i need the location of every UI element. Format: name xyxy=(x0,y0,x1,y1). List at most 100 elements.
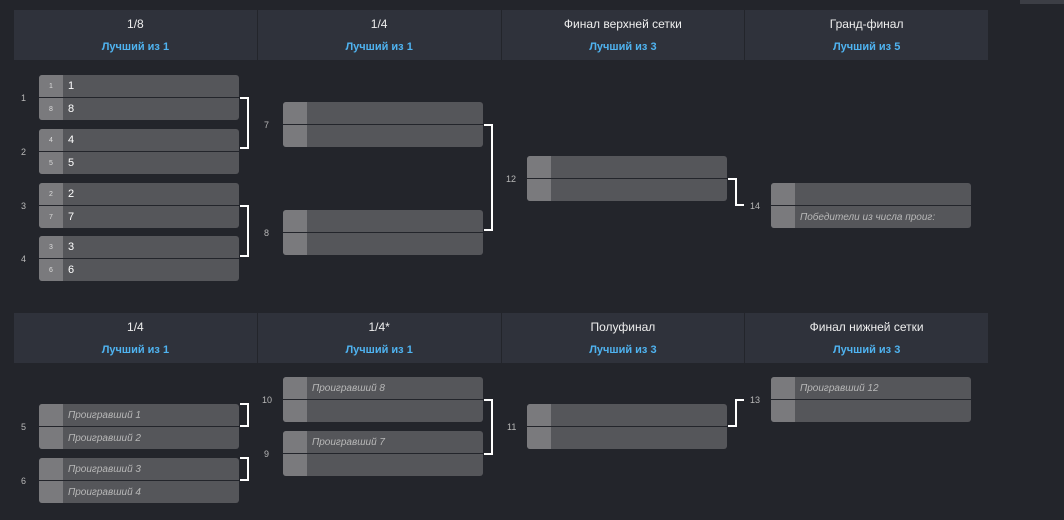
round-format: Лучший из 5 xyxy=(832,41,901,53)
seed-badge: 6 xyxy=(39,259,63,281)
round-title: Финал нижней сетки xyxy=(809,320,924,334)
participant-name: 2 xyxy=(68,188,75,200)
seed-badge: 7 xyxy=(39,206,63,228)
match-slot-bottom[interactable]: Проигравший 4 xyxy=(39,481,239,503)
match-slot-top[interactable]: Проигравший 12 xyxy=(771,377,971,399)
match-slot-top[interactable] xyxy=(283,210,483,232)
seed-badge xyxy=(283,233,307,255)
lower-round-header-4: Финал нижней сетки Лучший из 3 xyxy=(745,313,988,363)
match-card-1[interactable]: 1 1 8 8 xyxy=(39,75,239,121)
seed-badge xyxy=(283,102,307,124)
upper-round-header-1: 1/8 Лучший из 1 xyxy=(14,10,258,60)
match-slot-bottom[interactable]: Победители из числа проиг: xyxy=(771,206,971,228)
match-slot-top[interactable]: 1 1 xyxy=(39,75,239,97)
seed-badge xyxy=(39,481,63,503)
round-format: Лучший из 1 xyxy=(101,344,170,356)
upper-round-header-4: Гранд-финал Лучший из 5 xyxy=(745,10,988,60)
match-number: 11 xyxy=(507,422,517,432)
match-slot-top[interactable]: Проигравший 3 xyxy=(39,458,239,480)
match-number: 2 xyxy=(21,147,27,157)
seed-badge xyxy=(283,400,307,422)
horizontal-scrollbar[interactable] xyxy=(1020,0,1064,4)
match-card-6[interactable]: Проигравший 3 Проигравший 4 xyxy=(39,458,239,504)
round-title: 1/4 xyxy=(370,17,388,31)
round-format: Лучший из 1 xyxy=(101,41,170,53)
participant-name: 5 xyxy=(68,157,75,169)
seed-badge xyxy=(771,183,795,205)
participant-name: 1 xyxy=(68,80,75,92)
match-card-11[interactable] xyxy=(527,404,727,450)
participant-placeholder: Победители из числа проиг: xyxy=(800,211,936,223)
match-number: 13 xyxy=(750,395,761,405)
lower-round-header-3: Полуфинал Лучший из 3 xyxy=(501,313,746,363)
match-card-13[interactable]: Проигравший 12 xyxy=(771,377,971,423)
participant-placeholder: Проигравший 1 xyxy=(68,409,141,421)
match-slot-bottom[interactable] xyxy=(527,179,727,201)
match-slot-bottom[interactable]: 8 8 xyxy=(39,98,239,120)
round-title: Гранд-финал xyxy=(829,17,904,31)
match-card-9[interactable]: Проигравший 7 xyxy=(283,431,483,477)
match-number: 5 xyxy=(21,422,27,432)
match-slot-top[interactable]: Проигравший 7 xyxy=(283,431,483,453)
round-title: 1/4 xyxy=(127,320,144,334)
seed-badge: 4 xyxy=(39,129,63,151)
lower-bracket-header: 1/4 Лучший из 1 1/4* Лучший из 1 Полуфин… xyxy=(14,313,988,363)
match-slot-bottom[interactable] xyxy=(527,427,727,449)
match-card-4[interactable]: 3 3 6 6 xyxy=(39,236,239,282)
participant-name: 8 xyxy=(68,103,75,115)
match-slot-top[interactable]: Проигравший 8 xyxy=(283,377,483,399)
match-slot-top[interactable]: 4 4 xyxy=(39,129,239,151)
match-slot-top[interactable] xyxy=(283,102,483,124)
match-slot-top[interactable]: 2 2 xyxy=(39,183,239,205)
match-card-10[interactable]: Проигравший 8 xyxy=(283,377,483,423)
seed-badge xyxy=(283,125,307,147)
seed-badge: 5 xyxy=(39,152,63,174)
match-slot-top[interactable] xyxy=(527,404,727,426)
match-number: 4 xyxy=(21,254,27,264)
round-title: Финал верхней сетки xyxy=(563,17,682,31)
seed-badge xyxy=(527,404,551,426)
match-slot-top[interactable]: Проигравший 1 xyxy=(39,404,239,426)
seed-badge xyxy=(283,210,307,232)
match-card-8[interactable] xyxy=(283,210,483,256)
match-slot-bottom[interactable]: Проигравший 2 xyxy=(39,427,239,449)
participant-placeholder: Проигравший 8 xyxy=(312,382,385,394)
round-format: Лучший из 3 xyxy=(589,41,657,53)
upper-round-header-3: Финал верхней сетки Лучший из 3 xyxy=(501,10,746,60)
match-slot-top[interactable]: 3 3 xyxy=(39,236,239,258)
match-card-12[interactable] xyxy=(527,156,727,202)
match-slot-top[interactable] xyxy=(527,156,727,178)
participant-placeholder: Проигравший 3 xyxy=(68,463,141,475)
match-slot-bottom[interactable] xyxy=(771,400,971,422)
seed-badge xyxy=(283,377,307,399)
participant-placeholder: Проигравший 4 xyxy=(68,486,141,498)
match-number: 9 xyxy=(264,449,270,459)
match-number: 10 xyxy=(262,395,273,405)
seed-badge xyxy=(771,400,795,422)
seed-badge: 8 xyxy=(39,98,63,120)
match-slot-bottom[interactable]: 6 6 xyxy=(39,259,239,281)
match-slot-top[interactable] xyxy=(771,183,971,205)
match-slot-bottom[interactable] xyxy=(283,125,483,147)
match-slot-bottom[interactable] xyxy=(283,233,483,255)
match-number: 1 xyxy=(21,93,27,103)
match-number: 7 xyxy=(264,120,270,130)
match-number: 6 xyxy=(21,476,27,486)
round-format: Лучший из 1 xyxy=(345,41,413,53)
match-card-7[interactable] xyxy=(283,102,483,148)
match-slot-bottom[interactable] xyxy=(283,400,483,422)
upper-round-header-2: 1/4 Лучший из 1 xyxy=(257,10,502,60)
participant-name: 4 xyxy=(68,134,75,146)
match-card-14[interactable]: Победители из числа проиг: xyxy=(771,183,971,229)
match-card-3[interactable]: 2 2 7 7 xyxy=(39,183,239,229)
seed-badge xyxy=(39,458,63,480)
seed-badge xyxy=(527,179,551,201)
match-card-2[interactable]: 4 4 5 5 xyxy=(39,129,239,175)
match-slot-bottom[interactable]: 7 7 xyxy=(39,206,239,228)
match-slot-bottom[interactable] xyxy=(283,454,483,476)
seed-badge xyxy=(39,404,63,426)
match-slot-bottom[interactable]: 5 5 xyxy=(39,152,239,174)
match-card-5[interactable]: Проигравший 1 Проигравший 2 xyxy=(39,404,239,450)
round-title: 1/8 xyxy=(127,17,144,31)
